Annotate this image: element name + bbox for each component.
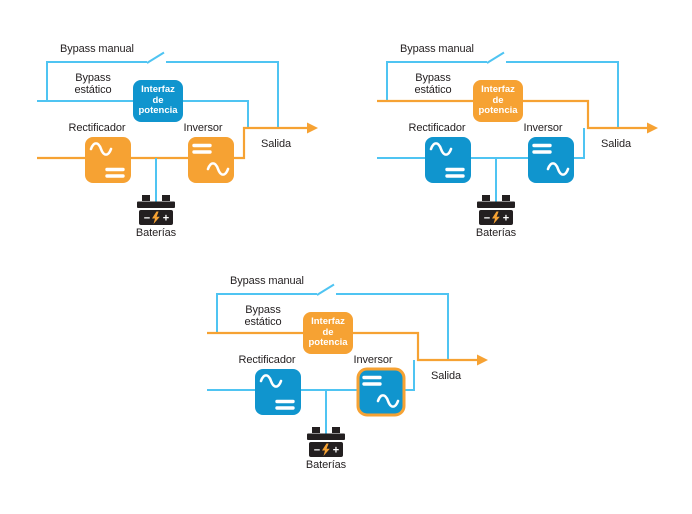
power-interface-label: Interfaz de potencia [478, 84, 518, 117]
inverter-label: Inversor [353, 354, 393, 366]
ups-diagram-static-bypass: − + Bypass manual Bypass estático Interf… [370, 35, 660, 250]
inverter-label: Inversor [523, 122, 563, 134]
batteries-label: Baterías [305, 459, 347, 471]
rectifier-label: Rectificador [238, 354, 296, 366]
manual-switch-icon [316, 283, 335, 296]
sine-wave-icon [546, 162, 570, 176]
manual-switch-icon [146, 51, 165, 64]
bypass-manual-wire-right [506, 61, 619, 128]
circuit-svg: − + [37, 51, 318, 225]
ups-diagram-bypass-inverter-highlight: − + Bypass manual Bypass estático Interf… [200, 267, 490, 482]
power-interface-box [133, 80, 183, 122]
battery-icon: − + [307, 427, 345, 457]
batteries-label: Baterías [475, 227, 517, 239]
bypass-manual-wire-right [166, 61, 279, 128]
bypass-manual-wire [386, 61, 487, 101]
bypass-static-label: Bypass estático [414, 72, 452, 97]
manual-switch-icon [486, 51, 505, 64]
rectifier-label: Rectificador [68, 122, 126, 134]
circuit-svg: − + [207, 283, 488, 457]
battery-plus-label: + [333, 445, 339, 457]
inverter-box [528, 137, 574, 183]
power-interface-box [303, 312, 353, 354]
bypass-manual-label: Bypass manual [400, 43, 474, 55]
output-arrow-icon [307, 122, 318, 134]
rectifier-box [425, 137, 471, 183]
sine-wave-icon [259, 374, 283, 388]
power-interface-label: Interfaz de potencia [308, 316, 348, 349]
lightning-bolt-icon [152, 211, 160, 224]
rectifier-box [255, 369, 301, 415]
battery-icon: − + [477, 195, 515, 225]
inverter-box-highlighted [356, 367, 406, 417]
battery-plus-label: + [503, 213, 509, 225]
bypass-static-label: Bypass estático [74, 72, 112, 97]
output-label: Salida [431, 370, 461, 382]
sine-wave-icon [376, 394, 400, 408]
battery-minus-label: − [314, 445, 320, 457]
rectifier-label: Rectificador [408, 122, 466, 134]
sine-wave-icon [429, 142, 453, 156]
bypass-manual-wire-right [336, 293, 449, 360]
sine-wave-icon [206, 162, 230, 176]
bypass-manual-label: Bypass manual [230, 275, 304, 287]
output-label: Salida [261, 138, 291, 150]
main-power-wire [37, 126, 307, 160]
battery-minus-label: − [484, 213, 490, 225]
bypass-manual-wire [46, 61, 147, 101]
lightning-bolt-icon [492, 211, 500, 224]
battery-minus-label: − [144, 213, 150, 225]
circuit-svg: − + [377, 51, 658, 225]
bypass-manual-wire [216, 293, 317, 333]
output-label: Salida [601, 138, 631, 150]
ups-diagram-online: − + Bypass manual Bypass estático Interf… [30, 35, 320, 250]
sine-wave-icon [89, 142, 113, 156]
power-interface-label: Interfaz de potencia [138, 84, 178, 117]
bypass-static-label: Bypass estático [244, 304, 282, 329]
output-arrow-icon [477, 354, 488, 366]
rectifier-box [85, 137, 131, 183]
lightning-bolt-icon [322, 443, 330, 456]
bypass-static-wire [37, 100, 249, 128]
inverter-box [188, 137, 234, 183]
battery-icon: − + [137, 195, 175, 225]
bypass-manual-label: Bypass manual [60, 43, 134, 55]
batteries-label: Baterías [135, 227, 177, 239]
output-arrow-icon [647, 122, 658, 134]
battery-plus-label: + [163, 213, 169, 225]
inverter-label: Inversor [183, 122, 223, 134]
power-interface-box [473, 80, 523, 122]
